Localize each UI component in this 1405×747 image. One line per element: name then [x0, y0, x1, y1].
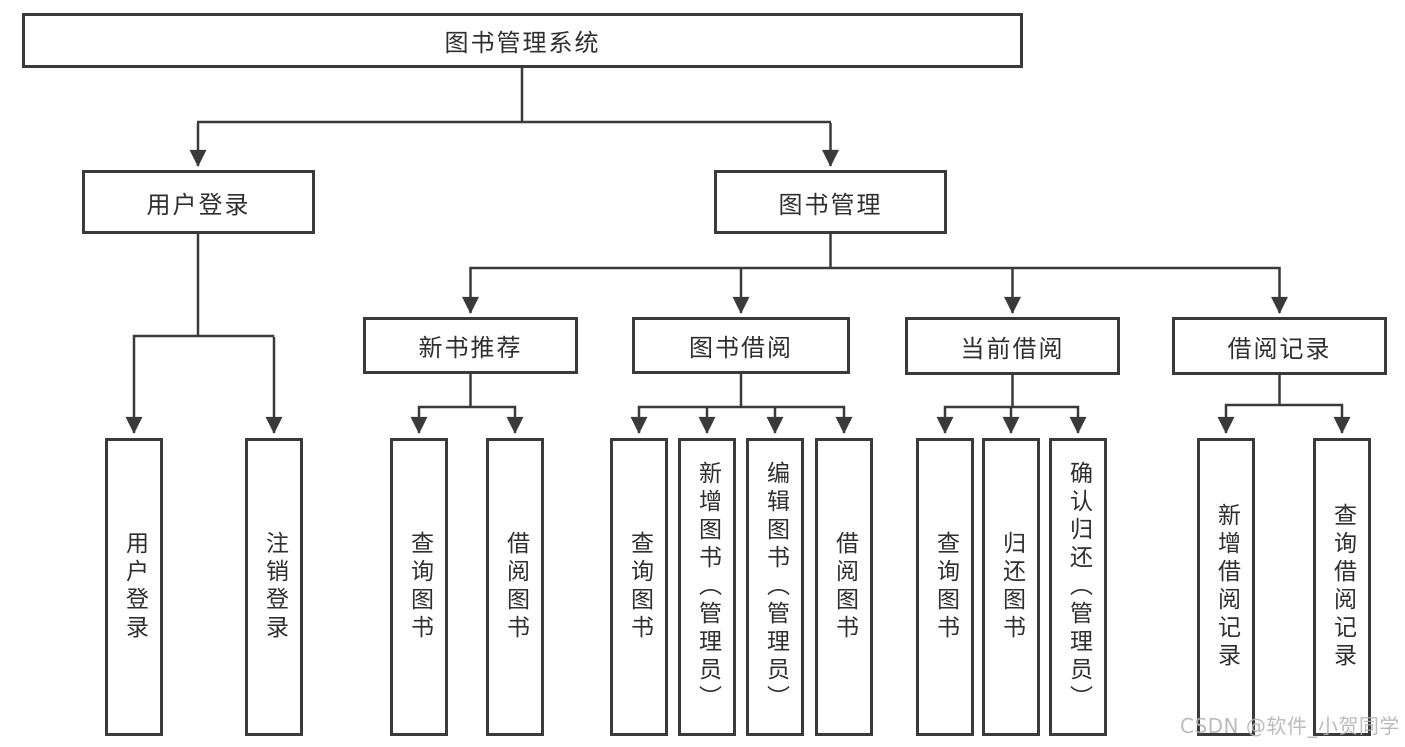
node-user-login: 用户登录 [82, 170, 315, 234]
leaf-edit-books-admin: 编辑图书（管理员） [746, 438, 804, 736]
leaf-logout: 注销登录 [245, 438, 303, 736]
leaf-borrow-books-borrowing: 借阅图书 [815, 438, 873, 736]
leaf-return-books: 归还图书 [982, 438, 1040, 736]
csdn-watermark: CSDN @软件_小贺同学 [1180, 714, 1400, 738]
connector-current-borrowing-children [936, 375, 1087, 434]
connector-book-borrowing-children [630, 373, 853, 434]
leaf-add-books-admin: 新增图书（管理员） [678, 438, 736, 736]
leaf-user-login: 用户登录 [105, 438, 163, 736]
node-root-library-system: 图书管理系统 [22, 13, 1023, 68]
leaf-query-books-recommendation: 查询图书 [390, 438, 448, 736]
connector-book-management-children [462, 233, 1288, 314]
leaf-query-books-current: 查询图书 [916, 438, 974, 736]
connector-user-login-children [125, 233, 283, 434]
connector-borrowing-records-children [1217, 375, 1351, 434]
leaf-query-borrow-record: 查询借阅记录 [1313, 438, 1371, 736]
node-book-borrowing: 图书借阅 [632, 317, 850, 374]
connector-new-book-rec-children [410, 373, 524, 434]
leaf-query-books-borrowing: 查询图书 [610, 438, 668, 736]
leaf-confirm-return-admin: 确认归还（管理员） [1049, 438, 1107, 736]
leaf-borrow-books-recommendation: 借阅图书 [486, 438, 544, 736]
node-current-borrowing: 当前借阅 [905, 317, 1120, 375]
node-new-book-recommendation: 新书推荐 [363, 317, 578, 374]
node-book-management: 图书管理 [714, 170, 947, 234]
leaf-add-borrow-record: 新增借阅记录 [1197, 438, 1255, 736]
node-borrowing-records: 借阅记录 [1172, 317, 1387, 375]
connector-root-to-level1 [189, 68, 839, 167]
